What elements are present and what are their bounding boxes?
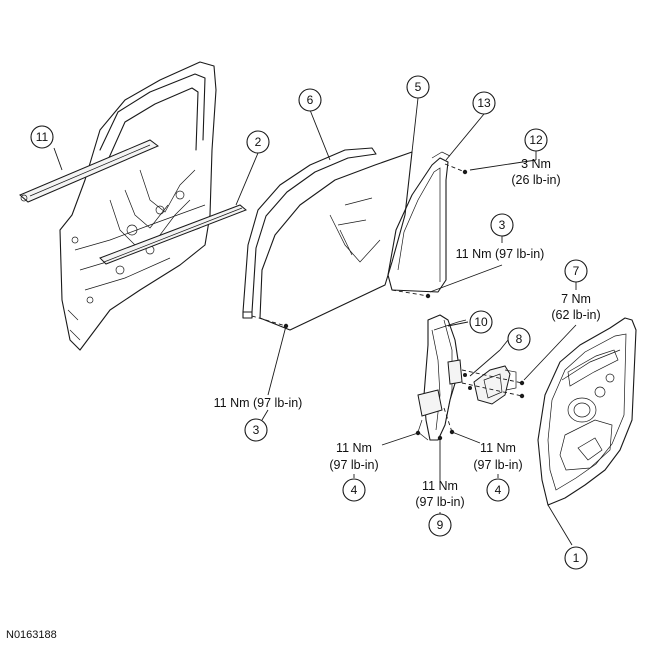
torque-label-9: 11 Nm (97 lb-in) — [415, 479, 464, 509]
part-10-window-regulator — [417, 314, 467, 441]
part-5-door-glass — [259, 151, 413, 331]
svg-text:9: 9 — [437, 518, 444, 532]
callout-8: 8 — [507, 327, 531, 351]
callout-13: 13 — [472, 91, 496, 115]
door-shell — [59, 61, 217, 351]
svg-text:7: 7 — [573, 264, 580, 278]
fastener-8-a — [463, 373, 467, 377]
callout-5: 5 — [406, 75, 430, 99]
callout-4-left: 4 — [342, 478, 366, 502]
svg-text:3: 3 — [253, 423, 260, 437]
part-1-door-trim-panel — [537, 317, 637, 506]
svg-text:6: 6 — [307, 93, 314, 107]
callout-10: 10 — [469, 310, 493, 334]
svg-text:2: 2 — [255, 135, 262, 149]
svg-text:1: 1 — [573, 551, 580, 565]
svg-text:11 Nm: 11 Nm — [336, 441, 372, 455]
svg-text:(26 lb-in): (26 lb-in) — [511, 173, 560, 187]
figure-id: N0163188 — [6, 629, 57, 641]
callout-4-right: 4 — [486, 478, 510, 502]
svg-text:11 Nm: 11 Nm — [480, 441, 516, 455]
svg-text:11 Nm (97 lb-in): 11 Nm (97 lb-in) — [214, 396, 303, 410]
part-11-weatherstrip — [19, 139, 159, 203]
callout-11: 11 — [30, 125, 54, 149]
callout-7: 7 — [564, 259, 588, 283]
torque-label-12: 3 Nm (26 lb-in) — [511, 157, 560, 187]
svg-text:7 Nm: 7 Nm — [561, 292, 591, 306]
svg-text:4: 4 — [351, 483, 358, 497]
callout-9: 9 — [428, 513, 452, 537]
svg-text:(97 lb-in): (97 lb-in) — [415, 495, 464, 509]
alignment-lines — [251, 163, 523, 433]
svg-text:4: 4 — [495, 483, 502, 497]
svg-text:11 Nm (97 lb-in): 11 Nm (97 lb-in) — [456, 247, 545, 261]
callout-2: 2 — [246, 130, 270, 154]
callout-12: 12 — [524, 128, 548, 152]
callout-3-lower: 3 — [244, 418, 268, 442]
callout-1: 1 — [564, 546, 588, 570]
callout-3-upper: 3 — [490, 213, 514, 237]
svg-text:10: 10 — [474, 315, 488, 329]
svg-text:11 Nm: 11 Nm — [422, 479, 458, 493]
svg-text:12: 12 — [529, 133, 543, 147]
leader-lines — [53, 97, 577, 546]
fastener-7-a — [519, 380, 525, 386]
callout-6: 6 — [298, 88, 322, 112]
part-13-glass-run-channel — [387, 151, 451, 293]
svg-text:3 Nm: 3 Nm — [521, 157, 551, 171]
torque-label-4-right: 11 Nm (97 lb-in) — [473, 441, 522, 472]
svg-text:3: 3 — [499, 218, 506, 232]
torque-label-3-lower: 11 Nm (97 lb-in) — [214, 396, 303, 410]
svg-text:8: 8 — [516, 332, 523, 346]
svg-text:(97 lb-in): (97 lb-in) — [473, 458, 522, 472]
svg-text:(97 lb-in): (97 lb-in) — [329, 458, 378, 472]
torque-label-4-left: 11 Nm (97 lb-in) — [329, 441, 378, 472]
part-2-belt-molding — [99, 204, 247, 265]
part-8-regulator-motor — [473, 365, 517, 405]
svg-text:11: 11 — [36, 130, 49, 144]
torque-label-7: 7 Nm (62 lb-in) — [551, 292, 600, 322]
svg-text:(62 lb-in): (62 lb-in) — [551, 308, 600, 322]
svg-text:5: 5 — [415, 80, 422, 94]
fastener-7-b — [519, 393, 525, 399]
svg-text:13: 13 — [477, 96, 491, 110]
fastener-9 — [437, 435, 443, 441]
part-6-glass-run — [242, 147, 377, 319]
torque-label-3-upper: 11 Nm (97 lb-in) — [456, 247, 545, 261]
fastener-8-b — [468, 386, 472, 390]
